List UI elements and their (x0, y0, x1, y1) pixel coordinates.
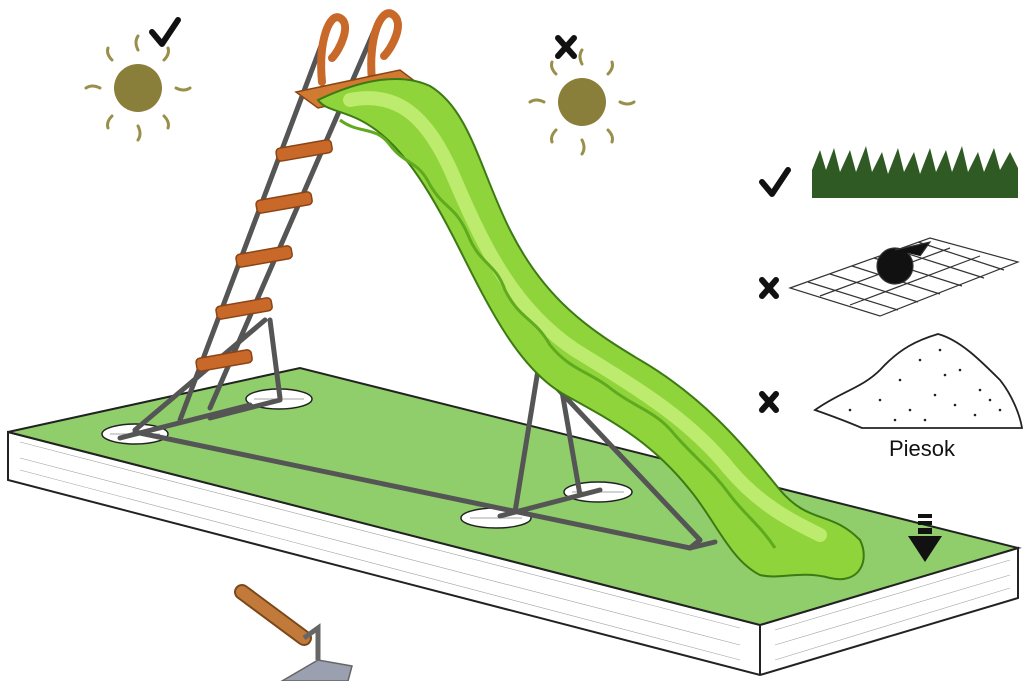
trowel-icon (242, 592, 352, 681)
sun-icon (86, 36, 190, 140)
paving-icon (790, 238, 1018, 316)
sand-label: Piesok (889, 436, 956, 461)
cross-icon (762, 394, 776, 410)
cross-icon (762, 280, 776, 296)
sand-pile-icon (815, 334, 1022, 428)
cross-icon (558, 38, 574, 56)
sun-icon (530, 50, 634, 154)
check-icon (152, 20, 178, 44)
check-icon (762, 170, 788, 194)
grass-icon (812, 146, 1018, 198)
ladder-handles (321, 13, 398, 82)
